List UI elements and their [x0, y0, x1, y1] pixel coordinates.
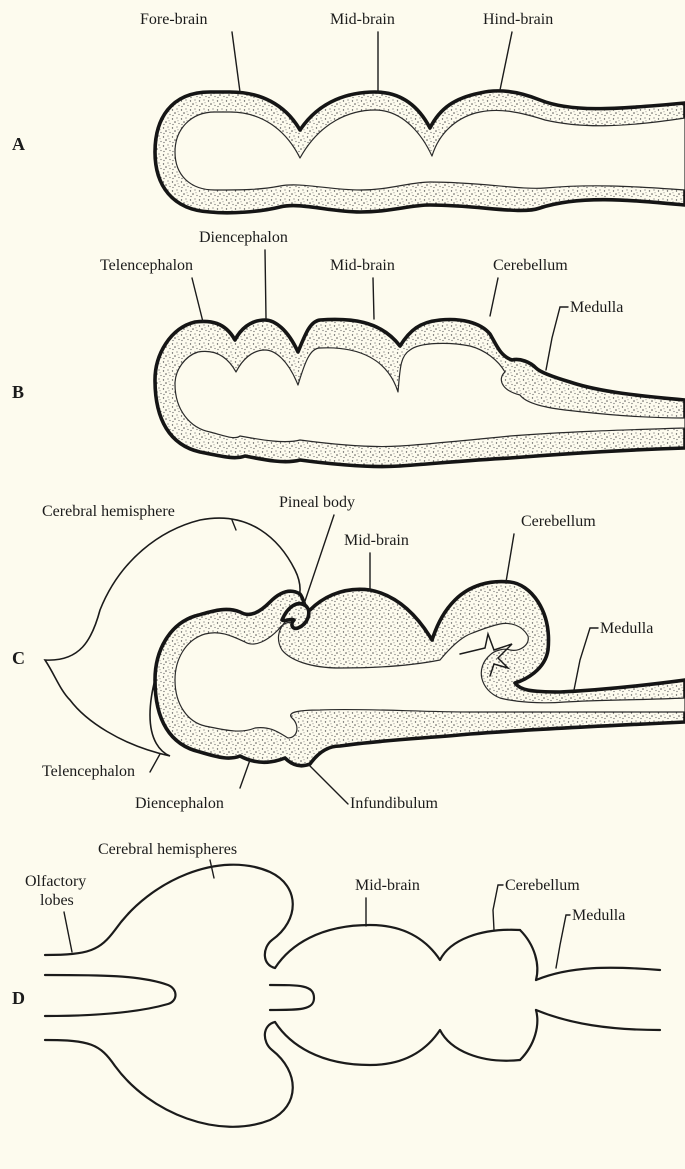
leader-medulla-c [574, 628, 598, 690]
leader-fore-brain [232, 32, 240, 92]
leader-mid-brain-b [373, 278, 374, 319]
label-cerebellum-b: Cerebellum [493, 257, 568, 274]
label-medulla-c: Medulla [600, 620, 653, 637]
label-cerebellum-c: Cerebellum [521, 513, 596, 530]
panel-d-cerebellum-top [520, 930, 537, 980]
panel-d-olfactory-lobe-top [45, 975, 176, 1016]
label-pineal-body: Pineal body [279, 494, 355, 511]
panel-letter-b: B [12, 382, 24, 402]
label-infundibulum: Infundibulum [350, 795, 439, 812]
label-telencephalon-b: Telencephalon [100, 257, 193, 274]
panel-b: B Diencephalon Telencephalon Mid-brain C… [12, 229, 685, 467]
leader-pineal-body [304, 515, 334, 604]
panel-d: D Cerebral hemispheres Olfactory lobes M… [12, 841, 660, 1127]
label-mid-brain-d: Mid-brain [355, 877, 420, 894]
leader-telencephalon-c [150, 754, 160, 772]
label-cerebellum-d: Cerebellum [505, 877, 580, 894]
label-lobes: lobes [40, 892, 74, 909]
leader-cerebellum-d [493, 885, 503, 930]
label-cerebral-hemispheres: Cerebral hemispheres [98, 841, 237, 858]
panel-d-left-hemisphere-bottom [45, 1022, 293, 1127]
label-mid-brain-c: Mid-brain [344, 532, 409, 549]
leader-hind-brain [500, 32, 512, 90]
panel-d-midbrain [275, 925, 520, 968]
leader-olfactory-lobes [64, 912, 72, 952]
label-olfactory: Olfactory [25, 873, 86, 890]
leader-telencephalon-b [192, 278, 203, 322]
leader-medulla-d [556, 915, 570, 968]
panel-letter-c: C [12, 648, 25, 668]
panel-d-midbrain-bottom [275, 1022, 520, 1065]
label-mid-brain-b: Mid-brain [330, 257, 395, 274]
panel-a: A Fore-brain Mid-brain Hind-brain [12, 11, 685, 213]
label-telencephalon-c: Telencephalon [42, 763, 135, 780]
panel-d-diencephalon-notch [270, 985, 314, 1010]
panel-d-cerebellum-bottom [520, 1010, 537, 1060]
leader-diencephalon-c [240, 760, 250, 788]
label-diencephalon-c: Diencephalon [135, 795, 224, 812]
panel-c: C Cerebral hemisphere Pineal body Mid-br… [12, 494, 685, 812]
label-medulla-b: Medulla [570, 299, 623, 316]
panel-letter-a: A [12, 134, 25, 154]
label-cerebral-hemisphere: Cerebral hemisphere [42, 503, 175, 520]
panel-letter-d: D [12, 988, 25, 1008]
leader-cerebellum-b [490, 278, 498, 316]
leader-cerebellum-c [506, 534, 514, 582]
leader-cerebral-hemispheres [210, 860, 214, 878]
panel-d-medulla [536, 968, 660, 1030]
label-medulla-d: Medulla [572, 907, 625, 924]
label-diencephalon-b: Diencephalon [199, 229, 288, 246]
leader-infundibulum [308, 764, 348, 804]
leader-diencephalon-b [265, 250, 266, 318]
label-hind-brain: Hind-brain [483, 11, 553, 28]
label-mid-brain-a: Mid-brain [330, 11, 395, 28]
leader-medulla-b [546, 307, 568, 370]
label-fore-brain: Fore-brain [140, 11, 208, 28]
